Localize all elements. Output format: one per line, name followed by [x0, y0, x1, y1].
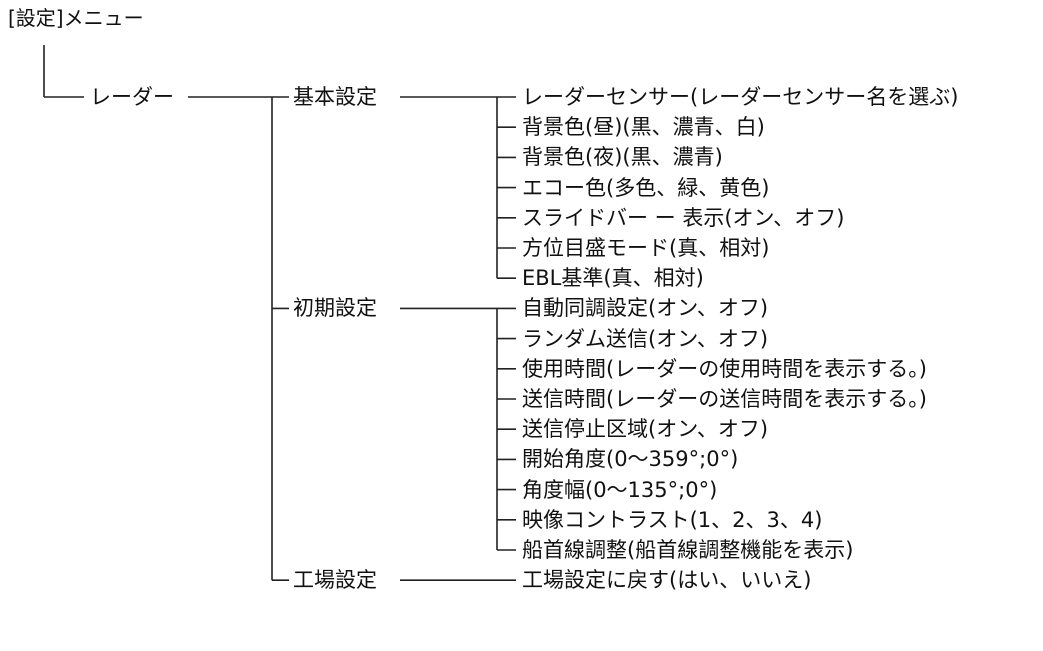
- menu-item-label: 使用時間(レーダーの使用時間を表示する。): [522, 356, 927, 381]
- menu-item-label: エコー色(多色、緑、黄色): [522, 175, 770, 200]
- menu-item-label: 自動同調設定(オン、オフ): [522, 296, 769, 321]
- menu-item-label: 方位目盛モード(真、相対): [522, 236, 770, 260]
- menu-item-label: 送信停止区域(オン、オフ): [522, 417, 769, 442]
- menu-title: [設定]メニュー: [8, 6, 144, 30]
- menu-item-label: 送信時間(レーダーの送信時間を表示する。): [522, 387, 927, 411]
- group-label: 初期設定: [293, 296, 377, 321]
- menu-item-label: 開始角度(0～359°;0°): [522, 447, 739, 472]
- menu-item-label: 船首線調整(船首線調整機能を表示): [522, 538, 854, 562]
- menu-item-label: 映像コントラスト(1、2、3、4): [522, 507, 823, 532]
- menu-item-label: レーダーセンサー(レーダーセンサー名を選ぶ): [522, 85, 959, 109]
- menu-item-label: 背景色(昼)(黒、濃青、白): [522, 115, 765, 140]
- menu-item-label: 工場設定に戻す(はい、いいえ): [522, 568, 812, 593]
- menu-item-label: 角度幅(0～135°;0°): [522, 477, 718, 502]
- group-label: 工場設定: [293, 568, 377, 593]
- menu-item-label: ランダム送信(オン、オフ): [522, 326, 769, 351]
- menu-item-label: スライドバー ー 表示(オン、オフ): [522, 205, 845, 230]
- root-node-radar: レーダー: [90, 85, 174, 109]
- menu-item-label: EBL基準(真、相対): [522, 266, 704, 291]
- menu-item-label: 背景色(夜)(黒、濃青): [522, 145, 723, 170]
- group-label: 基本設定: [293, 85, 377, 109]
